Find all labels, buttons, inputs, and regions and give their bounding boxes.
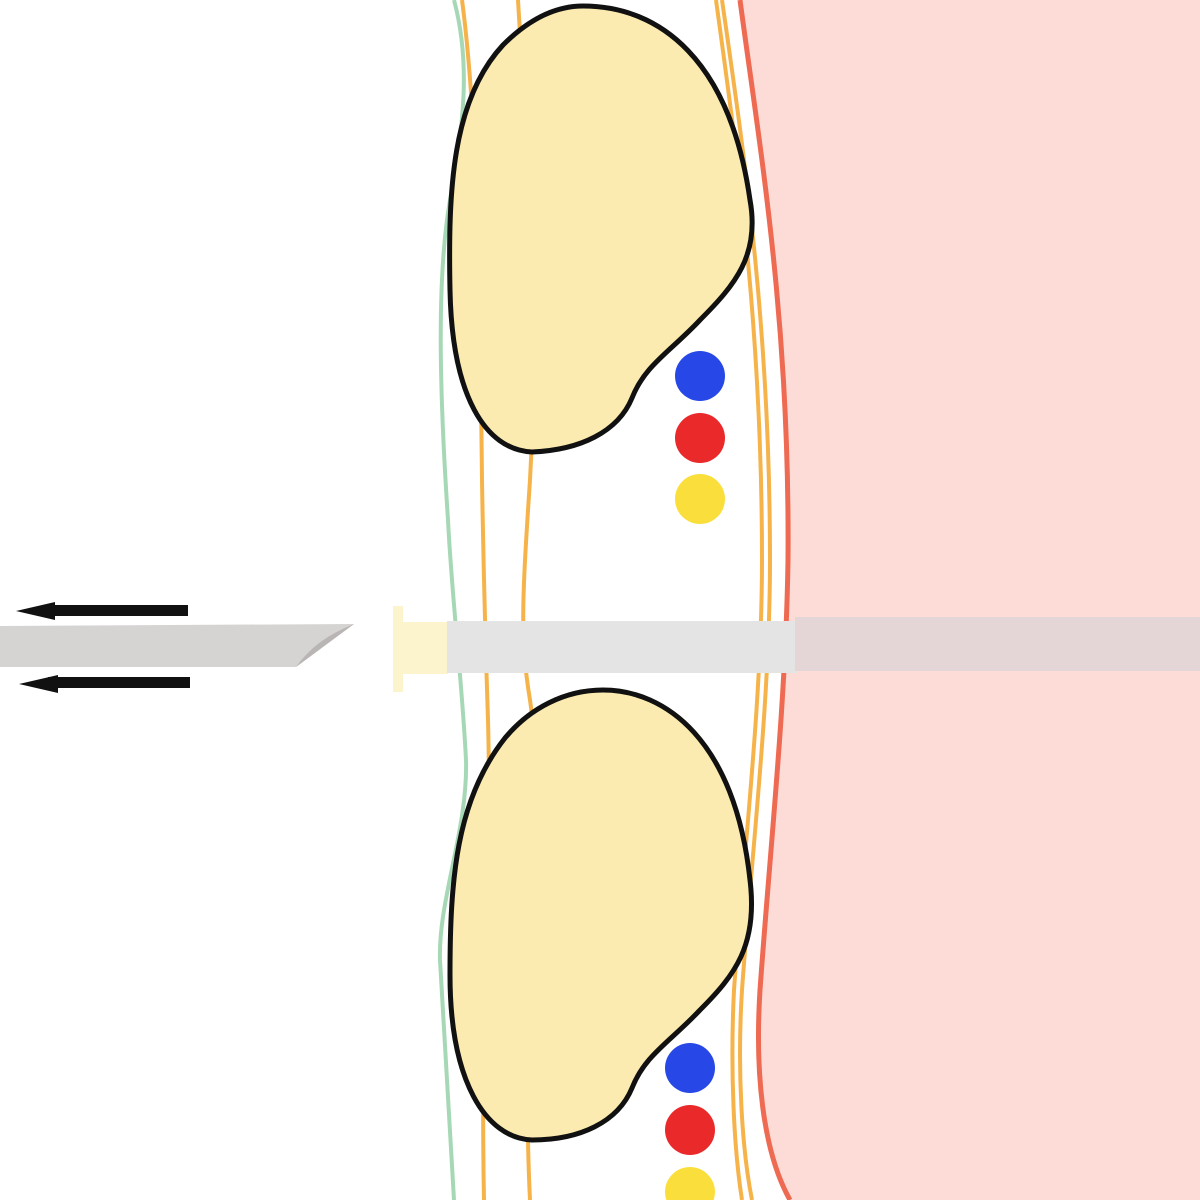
catheter: [393, 606, 1200, 692]
intercostal-nerve: [665, 1167, 715, 1200]
intercostal-artery: [675, 413, 725, 463]
upper-neurovascular-bundle: [675, 351, 725, 524]
intercostal-vein: [675, 351, 725, 401]
lower-rib: [447, 687, 755, 1143]
parietal-pleura-line: [737, 0, 793, 1200]
lower-neurovascular-bundle: [665, 1043, 715, 1200]
intercostal-nerve: [675, 474, 725, 524]
withdrawal-arrows: [16, 602, 190, 693]
pleural-cavity-region: [740, 0, 1200, 1200]
intercostal-artery: [665, 1105, 715, 1155]
needle: [0, 624, 354, 667]
arrow-left-upper: [16, 602, 188, 620]
catheter-tube-outside: [447, 621, 797, 673]
needle-bevel: [296, 624, 354, 667]
intercostal-vein: [665, 1043, 715, 1093]
catheter-tube-inside-pleura: [795, 617, 1200, 671]
needle-shaft: [0, 624, 354, 667]
catheter-hub: [400, 622, 448, 674]
upper-rib: [447, 3, 755, 455]
arrow-left-lower: [19, 675, 190, 693]
catheter-hub-flange: [393, 606, 403, 692]
